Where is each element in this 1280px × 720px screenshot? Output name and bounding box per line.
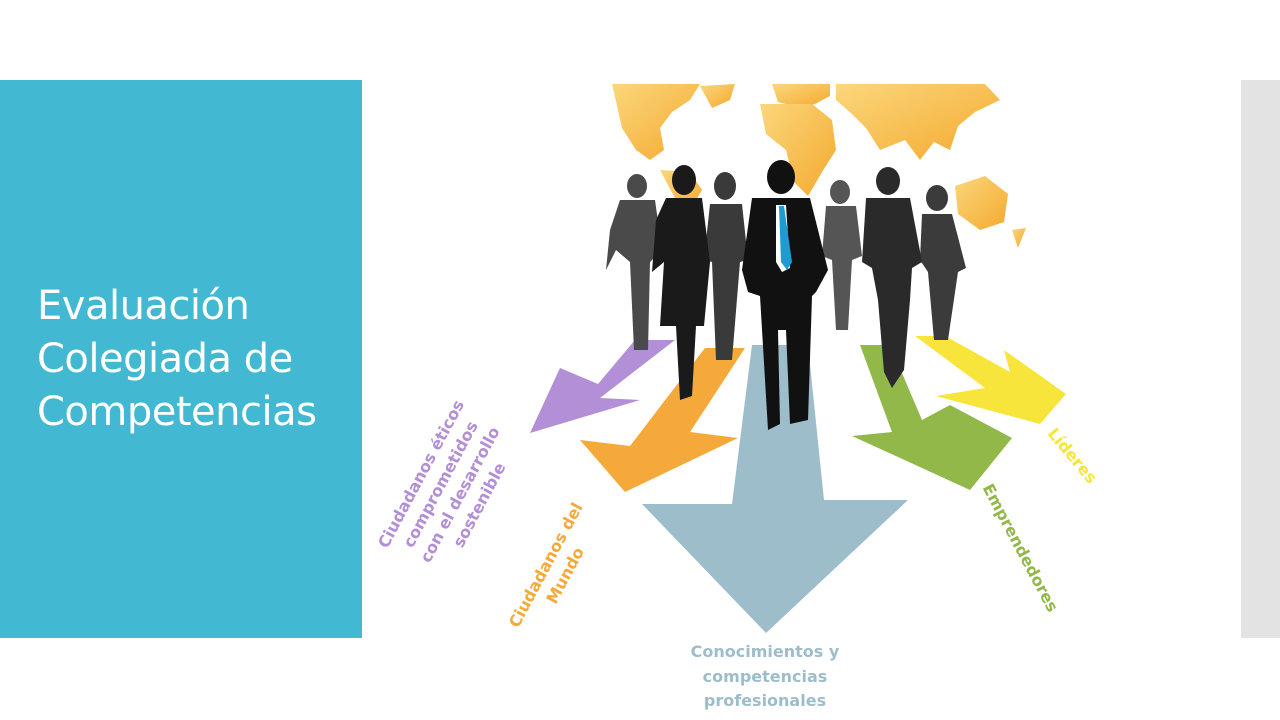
label-professional-skills: Conocimientos y competencias profesional…	[690, 642, 840, 710]
label-entrepreneurs: Emprendedores	[979, 481, 1063, 615]
label-leaders: Líderes	[1044, 424, 1101, 487]
blue-gray-arrow	[642, 345, 908, 633]
side-bar	[1241, 80, 1280, 638]
world-map-icon	[612, 84, 1026, 248]
label-ethical-citizens: Ciudadanos éticos comprometidos con el d…	[374, 397, 510, 566]
purple-arrow	[530, 340, 675, 433]
orange-arrow	[580, 348, 745, 492]
label-world-citizens: Ciudadanos del Mundo	[505, 500, 588, 631]
yellow-arrow	[915, 336, 1066, 424]
title-panel	[0, 80, 362, 638]
competencies-illustration: Ciudadanos éticos comprometidos con el d…	[374, 84, 1101, 633]
slide-title: Evaluación Colegiada de Competencias	[37, 283, 317, 435]
business-people-icon	[606, 160, 966, 430]
